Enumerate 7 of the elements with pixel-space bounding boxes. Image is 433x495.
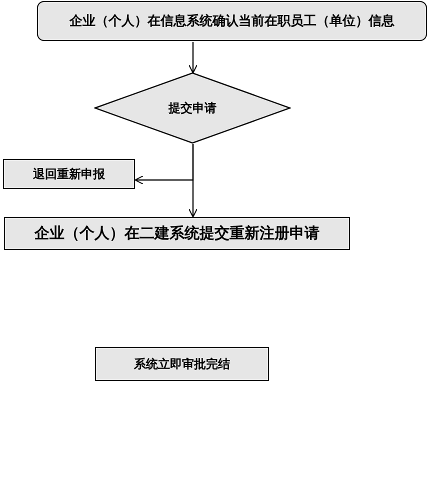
process-box: 退回重新申报 <box>3 159 135 189</box>
arrow <box>188 42 198 74</box>
process-box: 系统立即审批完结 <box>95 347 269 381</box>
decision-label: 提交申请 <box>168 100 216 116</box>
arrow <box>134 144 194 184</box>
process-box: 企业（个人）在二建系统提交重新注册申请 <box>4 217 350 250</box>
process-box: 企业（个人）在信息系统确认当前在职员工（单位）信息 <box>37 1 427 41</box>
